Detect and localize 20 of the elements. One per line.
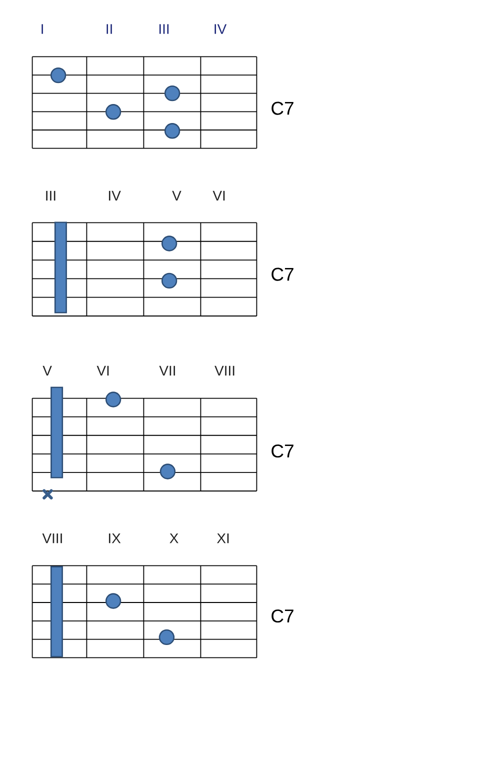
fret-number: II — [106, 24, 112, 34]
fret-number: VI — [212, 190, 225, 201]
chord-name: C7 — [272, 268, 294, 281]
chord-name: C7 — [272, 444, 294, 458]
fret-number: IV — [108, 190, 121, 201]
chord-name: C7 — [272, 102, 294, 115]
fret-number: IV — [214, 24, 227, 34]
fret-number: III — [46, 190, 56, 201]
fret-number: VI — [96, 366, 109, 376]
fret-number: VIII — [214, 366, 234, 376]
fret-number: X — [170, 534, 178, 544]
chord-name: C7 — [272, 609, 294, 623]
fret-number: XI — [217, 534, 229, 544]
fret-number: I — [42, 24, 43, 34]
fret-number: VIII — [42, 534, 62, 544]
fret-number: VII — [159, 366, 175, 376]
fret-number: III — [159, 24, 169, 34]
fret-number: V — [172, 190, 182, 201]
fret-number: IX — [108, 534, 121, 544]
fret-number: V — [42, 366, 52, 376]
